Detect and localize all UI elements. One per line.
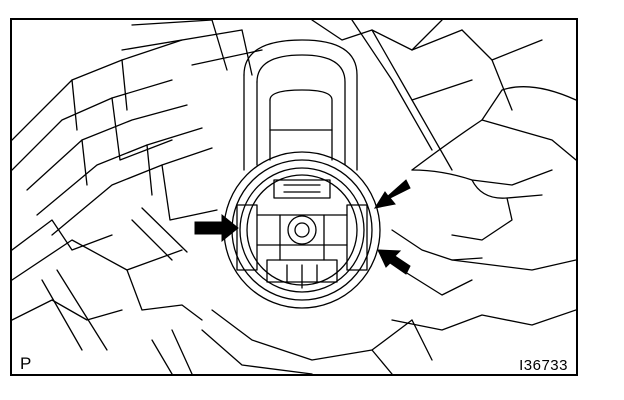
body-panel-left	[12, 39, 218, 351]
housing-neck	[243, 39, 358, 171]
lower-bracket	[151, 309, 433, 374]
upper-structure	[121, 20, 543, 171]
arrow-icon	[377, 249, 411, 275]
arrow-icon	[373, 179, 411, 209]
figure-id: I36733	[519, 357, 568, 374]
arrow-icon	[194, 213, 239, 243]
illustration-frame: P I36733	[10, 18, 578, 376]
technical-illustration	[12, 20, 576, 374]
corner-label: P	[20, 354, 32, 373]
hand	[391, 86, 576, 331]
bulb-socket	[223, 151, 381, 309]
